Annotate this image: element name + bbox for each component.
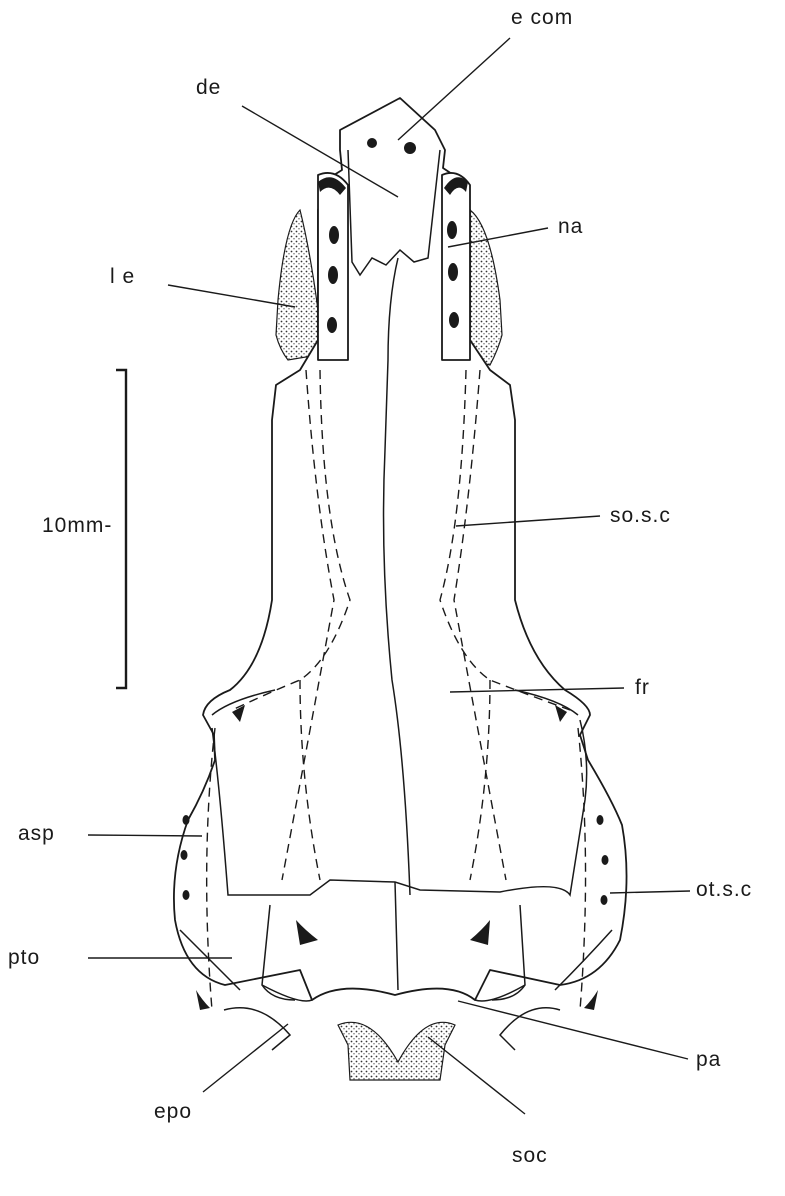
epiotic-left — [224, 1008, 290, 1050]
label-fr: fr — [635, 676, 650, 699]
label-ecom: e com — [511, 6, 573, 29]
label-otsc: ot.s.c — [696, 878, 752, 901]
label-pto: pto — [8, 946, 40, 969]
label-epo: epo — [154, 1100, 192, 1123]
label-sosc: so.s.c — [610, 504, 671, 527]
label-na: na — [558, 215, 583, 238]
label-pa: pa — [696, 1048, 721, 1071]
label-asp: asp — [18, 822, 55, 845]
label-soc: soc — [512, 1144, 548, 1167]
supraoccipital-crest — [338, 1022, 455, 1080]
scale-bar-label: 10mm- — [42, 514, 112, 537]
scale-bar — [116, 370, 126, 688]
label-le: l e — [110, 265, 135, 288]
lateral-ethmoid-left — [276, 210, 318, 360]
label-de: de — [196, 76, 221, 99]
